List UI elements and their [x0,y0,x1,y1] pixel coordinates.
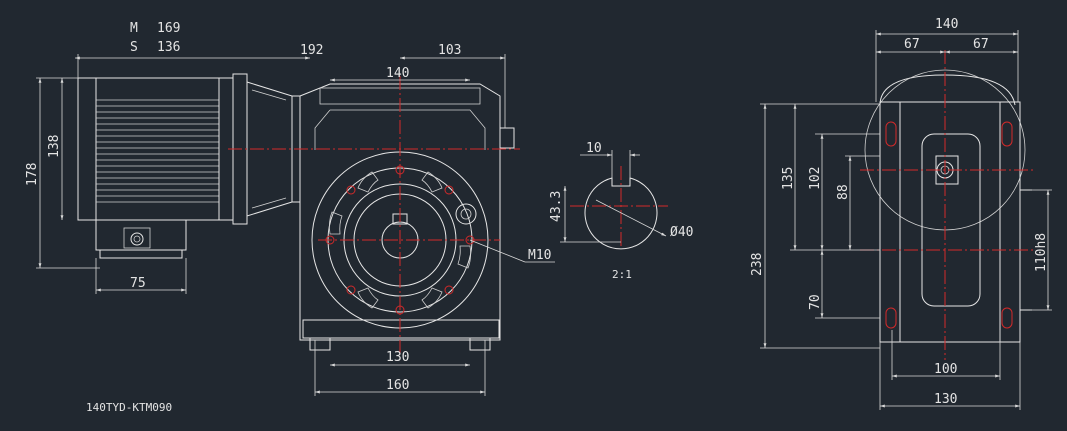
model-label: 140TYD-KTM090 [86,401,172,414]
motor-s-value: 136 [157,40,180,55]
dim-43-3: 43.3 [549,191,564,222]
thread-m10: M10 [528,248,551,263]
dim-192: 192 [300,43,323,58]
end-view [860,50,1035,360]
dim-130-side: 130 [386,350,409,365]
end-view-dimensions [760,30,1052,410]
dim-10: 10 [586,141,602,156]
dim-bore: Ø40 [670,225,693,240]
dim-160: 160 [386,378,409,393]
dim-75: 75 [130,276,146,291]
motor-m-label: M [130,21,138,36]
detail-scale: 2:1 [612,268,632,281]
side-view-dimensions [36,54,555,396]
dim-70: 70 [808,294,823,310]
dim-88: 88 [836,184,851,200]
dim-138: 138 [47,135,62,158]
dim-178: 178 [25,163,40,186]
dim-135: 135 [781,167,796,190]
gearbox-side-view [228,76,520,360]
motor-side-view [77,73,293,259]
dim-102: 102 [808,167,823,190]
dim-140-end: 140 [935,17,958,32]
dim-103: 103 [438,43,461,58]
motor-m-value: 169 [157,21,180,36]
dim-130-end: 130 [934,392,957,407]
dim-140-top: 140 [386,66,409,81]
motor-s-label: S [130,40,138,55]
dim-238: 238 [750,253,765,276]
dim-67-left: 67 [904,37,920,52]
dim-67-right: 67 [973,37,989,52]
dim-110h8: 110h8 [1034,233,1049,272]
dim-100: 100 [934,362,957,377]
key-detail [560,150,668,250]
